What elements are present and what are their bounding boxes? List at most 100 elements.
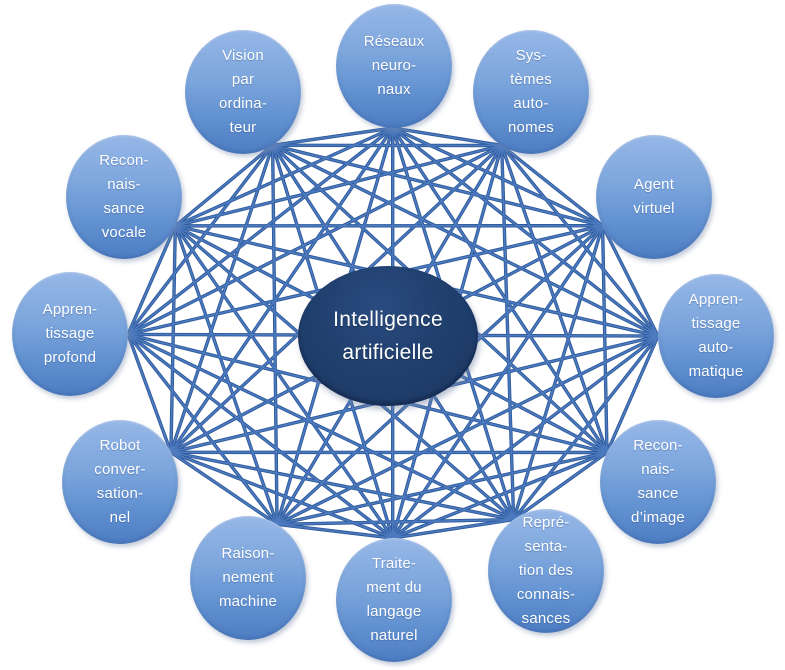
node-label-line: nomes [507,119,555,136]
link-traitement-langage-naturel--robot-conversationnel [170,451,394,539]
link-agent-virtuel--apprentissage-automatique [601,224,659,337]
link-agent-virtuel--vision-par-ordinateur [271,144,604,227]
node-label-line: tissage [691,315,741,332]
link-representation-connaissances--apprentissage-profond [127,333,515,521]
link-robot-conversationnel--reconnaissance-vocale [170,225,177,454]
node-label-line: par [231,71,255,88]
node-label-line: sance [103,200,145,217]
node-label-line: auto- [513,95,549,112]
node-label-line: Vision [222,47,264,64]
node-label-line: conver- [94,461,146,478]
node-label-line: connais- [516,586,576,603]
node-label-line: nement [222,569,274,586]
node-label-line: naux [377,81,411,98]
link-agent-virtuel--representation-connaissances [512,224,604,521]
node-label-line: nais- [107,176,141,193]
node-label-line: Sys- [515,47,547,64]
link-raisonnement-machine--apprentissage-profond [127,333,278,526]
node-label-line: sation- [96,485,144,502]
link-apprentissage-automatique--reconnaissance-image [606,335,659,454]
link-agent-virtuel--traitement-langage-naturel [391,224,604,539]
link-apprentissage-profond--vision-par-ordinateur [127,144,274,336]
link-reseaux-neuronaux--agent-virtuel [391,127,604,227]
link-apprentissage-automatique--vision-par-ordinateur [271,144,659,337]
node-label-line: Repré- [522,514,570,531]
link-robot-conversationnel--vision-par-ordinateur [170,144,274,454]
link-reseaux-neuronaux--reconnaissance-vocale [174,127,394,227]
node-label-line: neuro- [371,57,417,74]
link-robot-conversationnel--apprentissage-profond [127,333,172,454]
link-systemes-autonomes--representation-connaissances [500,144,515,521]
link-representation-connaissances--robot-conversationnel [170,451,515,521]
node-reconnaissance-vocale: Recon-nais-sance vocale [66,135,182,259]
link-reseaux-neuronaux--systemes-autonomes [391,127,503,147]
link-reseaux-neuronaux--apprentissage-profond [127,127,394,336]
link-systemes-autonomes--reconnaissance-vocale [174,144,503,227]
node-traitement-langage-naturel: Traite-ment du langage naturel [336,538,452,662]
topic-node-label: Réseaux neuro-naux [364,30,425,102]
node-label-line: teur [229,119,257,136]
node-label-line: Traite- [371,555,417,572]
link-apprentissage-automatique--representation-connaissances [512,335,659,521]
link-representation-connaissances--raisonnement-machine [276,518,515,526]
link-raisonnement-machine--reconnaissance-vocale [174,225,278,526]
link-reconnaissance-image--raisonnement-machine [276,451,608,526]
node-representation-connaissances: Repré-senta-tion des connais-sances [488,509,604,633]
node-label-line: Agent [633,176,675,193]
node-label-line: Appren- [688,291,744,308]
node-label-line: auto- [698,339,734,356]
node-label-line: Raison- [221,545,275,562]
node-label-line: senta- [524,538,568,555]
link-systemes-autonomes--agent-virtuel [500,144,604,227]
topic-node-label: Traite-ment du langage naturel [366,552,422,648]
node-label-line: langage [366,603,422,620]
node-label-line: matique [688,363,744,380]
node-label-line: virtuel [633,200,675,217]
node-label-line: profond [43,349,97,366]
node-label-line: Appren- [42,301,98,318]
node-robot-conversationnel: Robot conver-sation-nel [62,420,178,544]
node-raisonnement-machine: Raison-nement machine [190,516,306,640]
node-label-line: sances [521,610,571,627]
link-apprentissage-automatique--raisonnement-machine [276,335,659,526]
node-label-line: nais- [641,461,675,478]
link-systemes-autonomes--apprentissage-profond [127,144,503,336]
link-reseaux-neuronaux--apprentissage-automatique [391,127,659,337]
center-label-line-2: artificielle [342,341,434,364]
link-apprentissage-profond--reconnaissance-vocale [127,225,177,336]
center-label-line-1: Intelligence [333,308,443,331]
node-apprentissage-automatique: Appren-tissage auto-matique [658,274,774,398]
node-label-line: tion des [518,562,574,579]
node-label-line: Robot [99,437,141,454]
link-raisonnement-machine--robot-conversationnel [170,451,278,526]
link-reconnaissance-image--representation-connaissances [512,451,608,521]
node-label-line: d’image [631,509,685,526]
node-label-line: nel [109,509,131,526]
node-label-line: ment du [366,579,422,596]
link-traitement-langage-naturel--reconnaissance-vocale [174,225,394,539]
node-label-line: Réseaux [363,33,425,50]
node-label-line: Recon- [99,152,149,169]
node-label-line: vocale [101,224,147,241]
node-agent-virtuel: Agent virtuel [596,135,712,259]
link-systemes-autonomes--reconnaissance-image [500,144,608,454]
topic-node-label: Robot conver-sation-nel [94,434,145,530]
link-raisonnement-machine--vision-par-ordinateur [271,144,278,526]
link-reseaux-neuronaux--vision-par-ordinateur [271,127,394,147]
node-label-line: tèmes [510,71,552,88]
link-representation-connaissances--traitement-langage-naturel [391,518,515,539]
link-agent-virtuel--reconnaissance-image [601,224,608,454]
node-label-line: Recon- [633,437,683,454]
node-label-line: machine [218,593,278,610]
link-systemes-autonomes--apprentissage-automatique [500,144,659,337]
link-traitement-langage-naturel--raisonnement-machine [276,523,394,539]
topic-node-label: Agent virtuel [633,173,674,221]
node-label-line: naturel [370,627,418,644]
